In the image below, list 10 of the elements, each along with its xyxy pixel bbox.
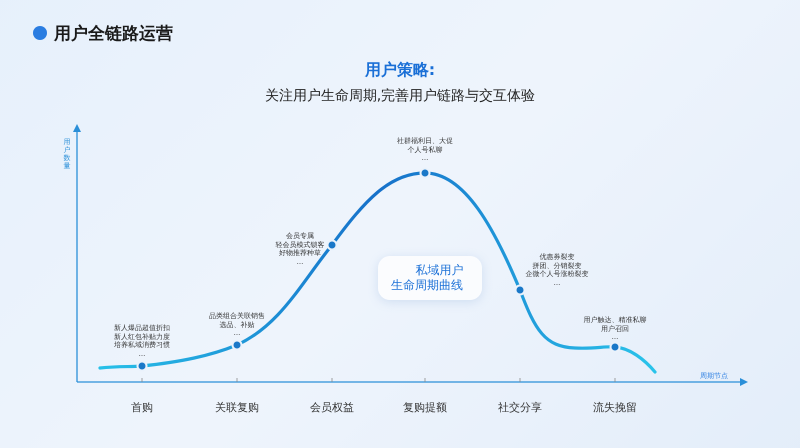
category-label: 流失挽留: [593, 400, 637, 415]
category-label: 首购: [131, 400, 153, 415]
category-label: 关联复购: [215, 400, 259, 415]
title: 用户全链路运营: [54, 23, 173, 45]
category-label: 复购提额: [403, 400, 447, 415]
category-label: 会员权益: [310, 400, 354, 415]
label-box: 私域用户生命周期曲线: [378, 256, 482, 300]
category-label: 社交分享: [498, 400, 542, 415]
subheading: 关注用户生命周期,完善用户链路与交互体验: [264, 87, 536, 105]
heading: 用户策略:: [364, 60, 436, 81]
